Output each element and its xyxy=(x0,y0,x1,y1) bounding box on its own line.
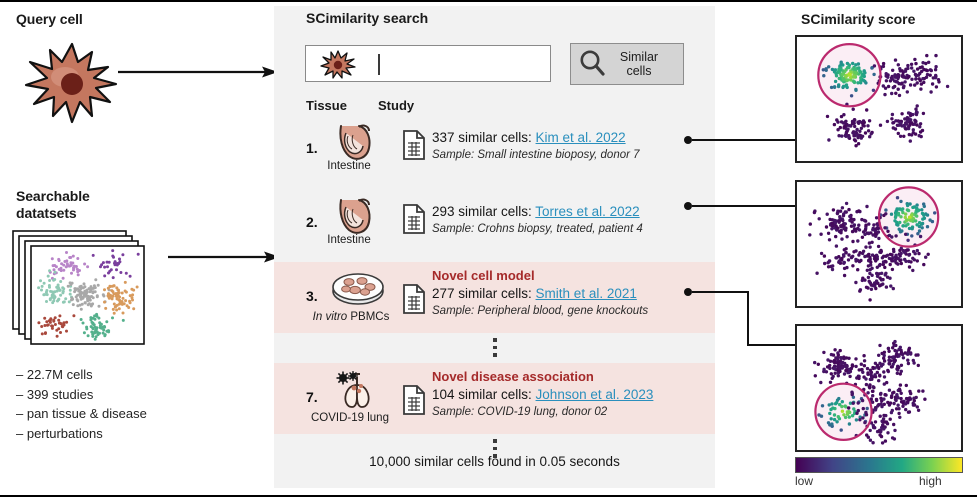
btn-label-line1: Similar xyxy=(619,49,659,64)
tissue-label-italic: In vitro xyxy=(312,311,348,323)
result-count: 104 similar cells: xyxy=(432,387,532,402)
result-count-and-study: 293 similar cells: Torres et al. 2022 xyxy=(432,204,640,219)
datasets-title-line2: datatsets xyxy=(16,205,77,221)
colorbar-low-label: low xyxy=(795,474,814,488)
result-row-highlighted[interactable]: 7. xyxy=(274,363,715,434)
result-sample: Sample: Small intestine bioposy, donor 7 xyxy=(432,149,640,161)
search-input[interactable] xyxy=(305,45,551,82)
intestine-icon xyxy=(329,120,381,169)
connector-dot-2 xyxy=(684,202,692,210)
ellipsis-indicator xyxy=(493,439,497,458)
result-count: 277 similar cells: xyxy=(432,286,532,301)
column-header-tissue: Tissue xyxy=(306,98,347,113)
result-sample: Sample: Crohns biopsy, treated, patient … xyxy=(432,223,643,235)
tissue-label-rest: PBMCs xyxy=(347,311,390,323)
document-icon xyxy=(402,385,426,415)
query-cell-icon xyxy=(320,50,356,79)
result-count-and-study: 104 similar cells: Johnson et al. 2023 xyxy=(432,387,653,402)
connector-line-1 xyxy=(692,139,797,142)
document-icon xyxy=(402,204,426,234)
tissue-label: In vitro PBMCs xyxy=(298,311,404,323)
connector-line-3a xyxy=(692,291,749,294)
stat-item: – 399 studies xyxy=(16,386,94,402)
ellipsis-indicator xyxy=(493,338,497,357)
result-row-highlighted[interactable]: 3. In vitro PBMCs xyxy=(274,262,715,333)
umap-plot-result-1 xyxy=(795,35,963,163)
result-sample: Sample: Peripheral blood, gene knockouts xyxy=(432,305,649,317)
tissue-label: COVID-19 lung xyxy=(311,412,389,424)
scimilarity-score-title: SCimilarity score xyxy=(801,11,916,27)
similar-cells-button[interactable]: Similar cells xyxy=(570,43,684,85)
search-footer-status: 10,000 similar cells found in 0.05 secon… xyxy=(369,454,620,469)
umap-plot-result-3 xyxy=(795,324,963,452)
search-panel-title: SCimilarity search xyxy=(306,10,429,26)
arrow-query-to-search xyxy=(118,64,278,80)
petri-dish-icon xyxy=(330,269,386,314)
dataset-stats-list: – 22.7M cells – 399 studies – pan tissue… xyxy=(16,365,147,443)
study-link[interactable]: Torres et al. 2022 xyxy=(535,204,640,219)
document-icon xyxy=(402,284,426,314)
column-header-study: Study xyxy=(378,98,415,113)
intestine-icon xyxy=(329,194,381,243)
result-rank: 7. xyxy=(306,389,318,405)
result-rank: 3. xyxy=(306,288,318,304)
tissue-label: Intestine xyxy=(327,160,371,172)
stat-item: – pan tissue & disease xyxy=(16,406,147,421)
study-link[interactable]: Kim et al. 2022 xyxy=(535,130,626,145)
result-count-and-study: 337 similar cells: Kim et al. 2022 xyxy=(432,130,626,145)
colorbar-high-label: high xyxy=(919,474,942,488)
connector-dot-1 xyxy=(684,136,692,144)
novel-tag: Novel disease association xyxy=(432,369,594,384)
result-rank: 2. xyxy=(306,214,318,230)
result-count: 337 similar cells: xyxy=(432,130,532,145)
searchable-datasets-title: Searchable datatsets xyxy=(16,188,90,222)
query-cell-title: Query cell xyxy=(16,11,83,27)
connector-dot-3 xyxy=(684,288,692,296)
result-count: 293 similar cells: xyxy=(432,204,532,219)
result-rank: 1. xyxy=(306,140,318,156)
document-icon xyxy=(402,130,426,160)
connector-line-3c xyxy=(747,344,797,347)
novel-tag: Novel cell model xyxy=(432,268,535,283)
study-link[interactable]: Johnson et al. 2023 xyxy=(535,387,654,402)
btn-label-line2: cells xyxy=(626,64,652,78)
scimilarity-colorbar xyxy=(795,457,963,473)
similar-cells-button-label: Similar cells xyxy=(611,50,667,79)
result-row[interactable]: 1. Intestine 337 simila xyxy=(274,116,715,178)
result-count-and-study: 277 similar cells: Smith et al. 2021 xyxy=(432,286,637,301)
connector-line-3b xyxy=(747,291,750,346)
result-sample: Sample: COVID-19 lung, donor 02 xyxy=(432,406,608,418)
result-row[interactable]: 2. Intestine 293 simila xyxy=(274,190,715,252)
stat-item: – 22.7M cells xyxy=(16,367,93,382)
query-cell-illustration xyxy=(20,40,125,125)
connector-line-2 xyxy=(692,205,797,208)
umap-plot-result-2 xyxy=(795,180,963,308)
arrow-datasets-to-search xyxy=(168,249,280,265)
text-caret xyxy=(378,54,380,75)
search-icon xyxy=(578,48,606,81)
tissue-label: Intestine xyxy=(327,234,371,246)
searchable-datasets-umap-stack xyxy=(12,230,162,348)
study-link[interactable]: Smith et al. 2021 xyxy=(535,286,637,301)
lung-virus-icon xyxy=(328,368,386,417)
stat-item: – perturbations xyxy=(16,425,103,441)
datasets-title-line1: Searchable xyxy=(16,188,90,204)
